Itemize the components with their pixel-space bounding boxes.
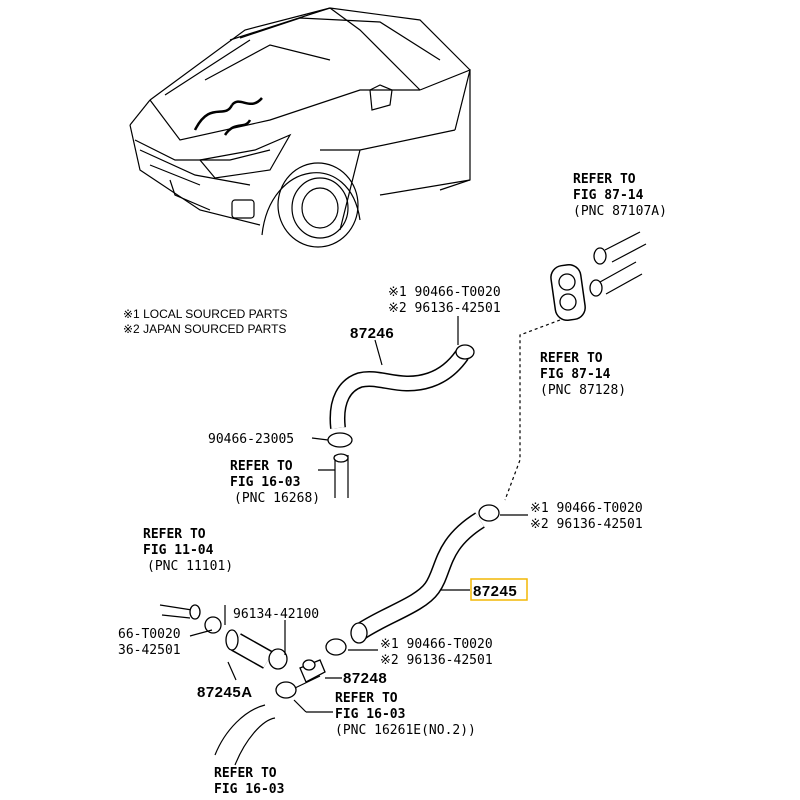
part-label-96134-42100: 96134-42100 [233,607,319,622]
clamp-left-line-1: 66-T0020 [118,627,181,642]
clamp-90466-23005 [327,432,353,448]
ref-mid-right-line-1: REFER TO [540,351,603,366]
heater-pipe-fittings [589,231,647,297]
clamp-upper [455,344,475,360]
clamp-upper-line-2: ※2 96136-42501 [388,301,501,316]
part-label-87246: 87246 [350,325,394,342]
ref-center-line-3: (PNC 16268) [234,491,320,506]
ref-top-right-line-3: (PNC 87107A) [573,204,667,219]
ref-center-line-2: FIG 16-03 [230,475,300,490]
part-label-90466-23005: 90466-23005 [208,432,294,447]
ref-center-line-1: REFER TO [230,459,293,474]
connector-87248 [275,659,326,699]
ref-top-right-line-1: REFER TO [573,172,636,187]
clamp-upper-line-1: ※1 90466-T0020 [388,285,501,300]
clamp-lower-line-1: ※1 90466-T0020 [380,637,493,652]
part-label-87248: 87248 [343,670,387,687]
ref-mid-right-line-3: (PNC 87128) [540,383,626,398]
ref-bottom-mid-line-3: (PNC 16261E(NO.2)) [335,723,476,738]
hose-87245 [325,504,500,656]
clamp-lower-line-2: ※2 96136-42501 [380,653,493,668]
ref-left-line-1: REFER TO [143,527,206,542]
ref-bottom-left-line-2: FIG 16-03 [214,782,284,797]
legend-line-1: ※1 LOCAL SOURCED PARTS [123,307,288,321]
ref-top-right-line-2: FIG 87-14 [573,188,644,203]
car-illustration [129,7,471,248]
clamp-lower [325,638,347,656]
part-label-87245: 87245 [473,583,517,600]
clamp-right-line-2: ※2 96136-42501 [530,517,643,532]
ref-bottom-mid-line-2: FIG 16-03 [335,707,405,722]
clamp-left-line-2: 36-42501 [118,643,181,658]
part-label-87245a: 87245A [197,684,253,701]
connection-dotted-line [504,319,561,501]
clamp-right-line-1: ※1 90466-T0020 [530,501,643,516]
ref-bottom-mid-line-1: REFER TO [335,691,398,706]
ref-mid-right-line-2: FIG 87-14 [540,367,611,382]
left-pipe [159,604,222,634]
ref-left-line-3: (PNC 11101) [147,559,233,574]
clamp-right [478,504,500,522]
legend-line-2: ※2 JAPAN SOURCED PARTS [123,322,286,336]
ref-bottom-left-line-1: REFER TO [214,766,277,781]
hose-87245a [214,629,288,766]
hose-87246 [327,344,475,498]
ref-left-line-2: FIG 11-04 [143,543,214,558]
grommet-plate [550,263,586,322]
highlight-box [470,578,528,601]
